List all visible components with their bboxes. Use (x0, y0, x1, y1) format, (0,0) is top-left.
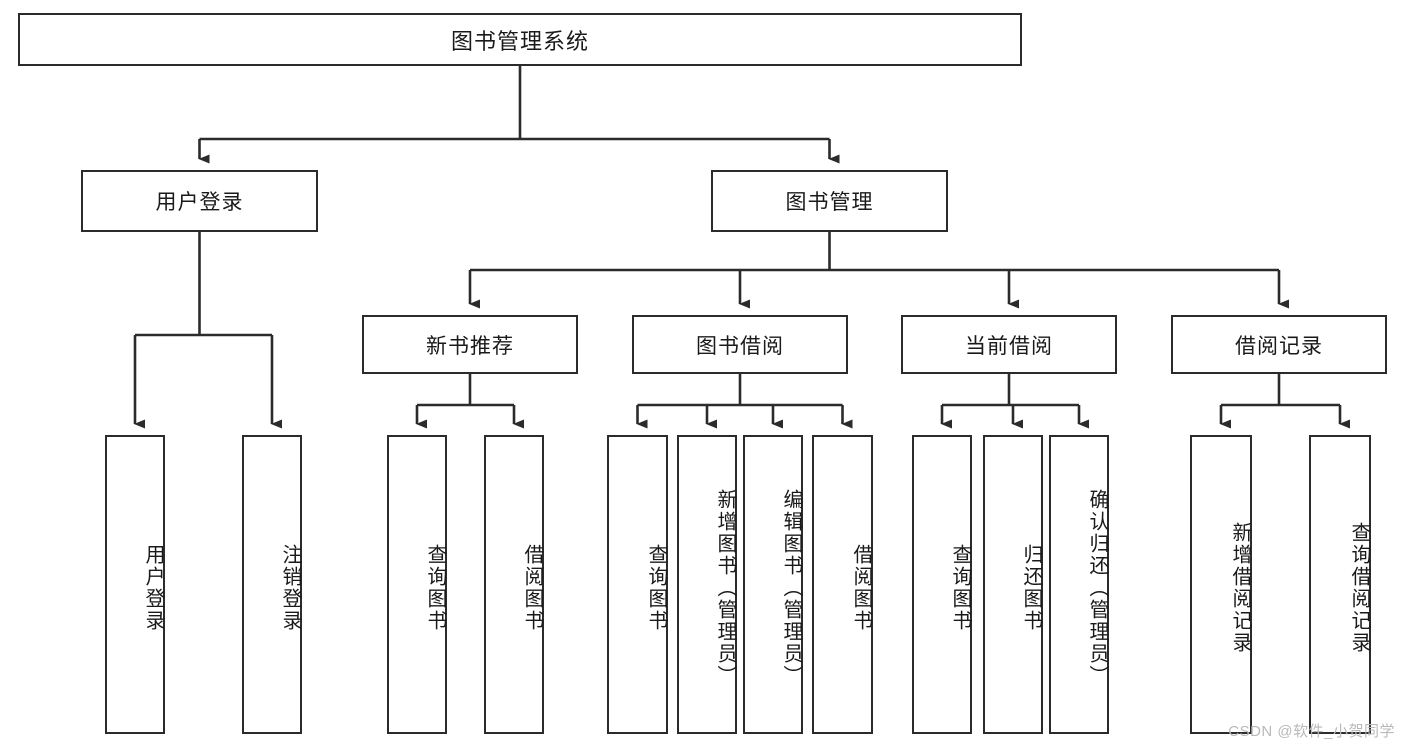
node-bookmgmt[interactable]: 图书管理 (711, 170, 948, 232)
node-label: 借阅图书 (521, 543, 543, 632)
node-l-rec-2[interactable]: 查询借阅记录 (1309, 435, 1371, 734)
node-label: 查询图书 (424, 543, 446, 632)
node-label: 查询借阅记录 (1348, 521, 1370, 654)
node-login[interactable]: 用户登录 (81, 170, 318, 232)
node-label: 注销登录 (279, 543, 301, 632)
node-l-new-1[interactable]: 查询图书 (387, 435, 447, 734)
node-l-rec-1[interactable]: 新增借阅记录 (1190, 435, 1252, 734)
node-label: 确认归还（管理员） (1086, 488, 1108, 687)
node-label: 查询图书 (949, 543, 971, 632)
watermark-label: CSDN @软件_小贺同学 (1228, 723, 1395, 740)
node-l-cur-2[interactable]: 归还图书 (983, 435, 1043, 734)
node-l-bor-2[interactable]: 新增图书（管理员） (677, 435, 737, 734)
node-label: 借阅记录 (1235, 334, 1323, 358)
node-l-new-2[interactable]: 借阅图书 (484, 435, 544, 734)
node-label: 编辑图书（管理员） (780, 488, 802, 687)
node-current[interactable]: 当前借阅 (901, 315, 1117, 374)
node-label: 图书管理 (785, 191, 874, 214)
node-label: 借阅图书 (850, 543, 872, 632)
node-l-bor-4[interactable]: 借阅图书 (812, 435, 873, 734)
node-l-bor-1[interactable]: 查询图书 (607, 435, 668, 734)
node-label: 新书推荐 (426, 334, 514, 358)
node-label: 图书管理系统 (450, 28, 589, 54)
node-l-cur-3[interactable]: 确认归还（管理员） (1049, 435, 1109, 734)
node-l-bor-3[interactable]: 编辑图书（管理员） (743, 435, 803, 734)
node-borrow[interactable]: 图书借阅 (632, 315, 848, 374)
node-label: 新增借阅记录 (1229, 521, 1251, 654)
node-l-login-2[interactable]: 注销登录 (242, 435, 302, 734)
node-records[interactable]: 借阅记录 (1171, 315, 1387, 374)
node-label: 新增图书（管理员） (714, 488, 736, 687)
node-newbook[interactable]: 新书推荐 (362, 315, 578, 374)
node-label: 当前借阅 (965, 334, 1053, 358)
node-l-login-1[interactable]: 用户登录 (105, 435, 165, 734)
node-label: 用户登录 (155, 191, 244, 214)
node-label: 图书借阅 (696, 334, 784, 358)
node-root[interactable]: 图书管理系统 (18, 13, 1022, 66)
node-l-cur-1[interactable]: 查询图书 (912, 435, 972, 734)
node-label: 用户登录 (142, 543, 164, 632)
node-label: 归还图书 (1020, 543, 1042, 632)
node-label: 查询图书 (645, 543, 667, 632)
